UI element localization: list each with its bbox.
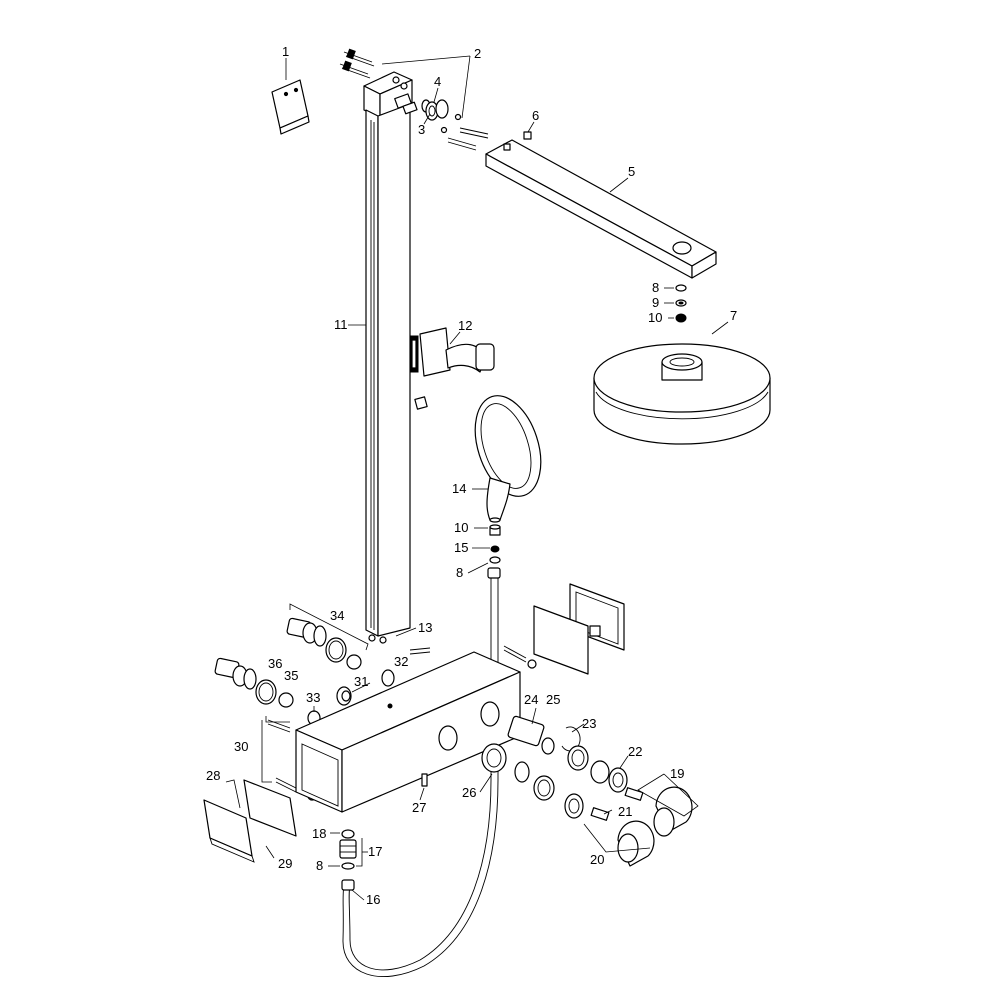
callout-8-arm: 8	[652, 280, 659, 295]
callout-14: 14	[452, 481, 466, 496]
callout-7: 7	[730, 308, 737, 323]
callout-35: 35	[284, 668, 298, 683]
parts-17-18-lower-fittings	[339, 829, 357, 891]
callout-8-lower: 8	[316, 858, 323, 873]
hand-shower-washers	[489, 524, 501, 564]
part-16-hose	[342, 567, 501, 978]
callout-1: 1	[282, 44, 289, 59]
callout-9: 9	[652, 295, 659, 310]
part-1-wall-plate	[271, 79, 310, 135]
callout-36: 36	[268, 656, 282, 671]
callout-19: 19	[670, 766, 684, 781]
callout-10-arm: 10	[648, 310, 662, 325]
parts-28-29-cover-plates	[203, 779, 297, 863]
callout-30: 30	[234, 739, 248, 754]
thermostat-body	[295, 651, 521, 813]
callout-8-hand: 8	[456, 565, 463, 580]
callout-13: 13	[418, 620, 432, 635]
callout-34: 34	[330, 608, 344, 623]
parts-31-36-inlet-fittings	[214, 617, 431, 801]
part-7-overhead-shower	[593, 343, 771, 445]
part-11-column	[363, 71, 413, 644]
callout-15: 15	[454, 540, 468, 555]
callout-23: 23	[582, 716, 596, 731]
part-14-hand-shower	[474, 395, 542, 523]
part-5-shower-arm	[485, 131, 717, 279]
callout-22: 22	[628, 744, 642, 759]
callout-6: 6	[532, 108, 539, 123]
callout-18: 18	[312, 826, 326, 841]
leader-lines	[225, 55, 729, 901]
callout-21: 21	[618, 804, 632, 819]
callout-5: 5	[628, 164, 635, 179]
callout-10-hand: 10	[454, 520, 468, 535]
part-2-screws	[339, 48, 489, 151]
callout-20: 20	[590, 852, 604, 867]
callout-labels: 1 2 3 4 5 6 7 8 9 10 11 12 13 14 10 15 8…	[206, 44, 737, 907]
part-12-holder	[409, 327, 495, 410]
callout-33: 33	[306, 690, 320, 705]
callout-31: 31	[354, 674, 368, 689]
callout-11: 11	[334, 317, 348, 332]
right-cover-plates	[503, 583, 625, 675]
callout-2: 2	[474, 46, 481, 61]
arm-washers	[675, 284, 687, 323]
callout-16: 16	[366, 892, 380, 907]
callout-17: 17	[368, 844, 382, 859]
callout-28: 28	[206, 768, 220, 783]
callout-29: 29	[278, 856, 292, 871]
callout-3: 3	[418, 122, 425, 137]
callout-26: 26	[462, 785, 476, 800]
callout-27: 27	[412, 800, 426, 815]
callout-25: 25	[546, 692, 560, 707]
parts-19-26-cartridges-knobs	[481, 715, 693, 867]
callout-24: 24	[524, 692, 538, 707]
callout-32: 32	[394, 654, 408, 669]
callout-12: 12	[458, 318, 472, 333]
callout-4: 4	[434, 74, 441, 89]
